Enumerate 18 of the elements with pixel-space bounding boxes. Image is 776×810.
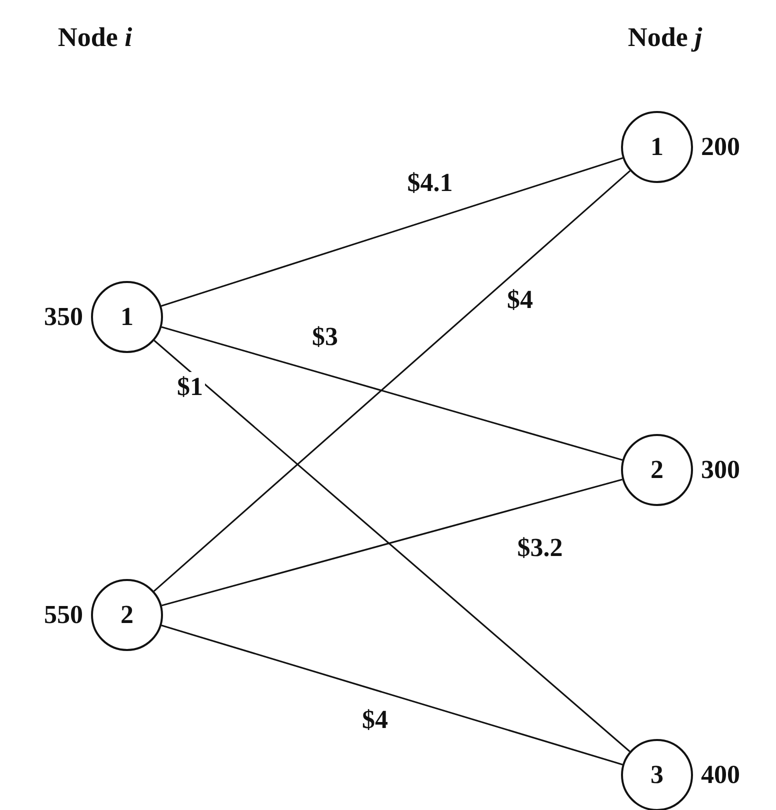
node-value: 550 bbox=[44, 600, 83, 630]
connector-line bbox=[161, 326, 623, 461]
node-value: 300 bbox=[701, 455, 740, 485]
node-label: 2 bbox=[650, 455, 664, 485]
node-label: 3 bbox=[650, 760, 664, 790]
connector-line bbox=[161, 157, 623, 307]
node-label: 2 bbox=[120, 600, 134, 630]
connector-line bbox=[153, 170, 631, 592]
connector-line bbox=[161, 624, 623, 766]
connector-line bbox=[162, 478, 622, 606]
node-label: 1 bbox=[650, 132, 664, 162]
connector-line bbox=[154, 340, 630, 752]
column-heading: Node j bbox=[628, 22, 702, 53]
node-value: 200 bbox=[701, 132, 740, 162]
node-label: 1 bbox=[120, 302, 134, 332]
node-value: 350 bbox=[44, 302, 83, 332]
column-heading: Node i bbox=[58, 22, 132, 53]
node-value: 400 bbox=[701, 760, 740, 790]
